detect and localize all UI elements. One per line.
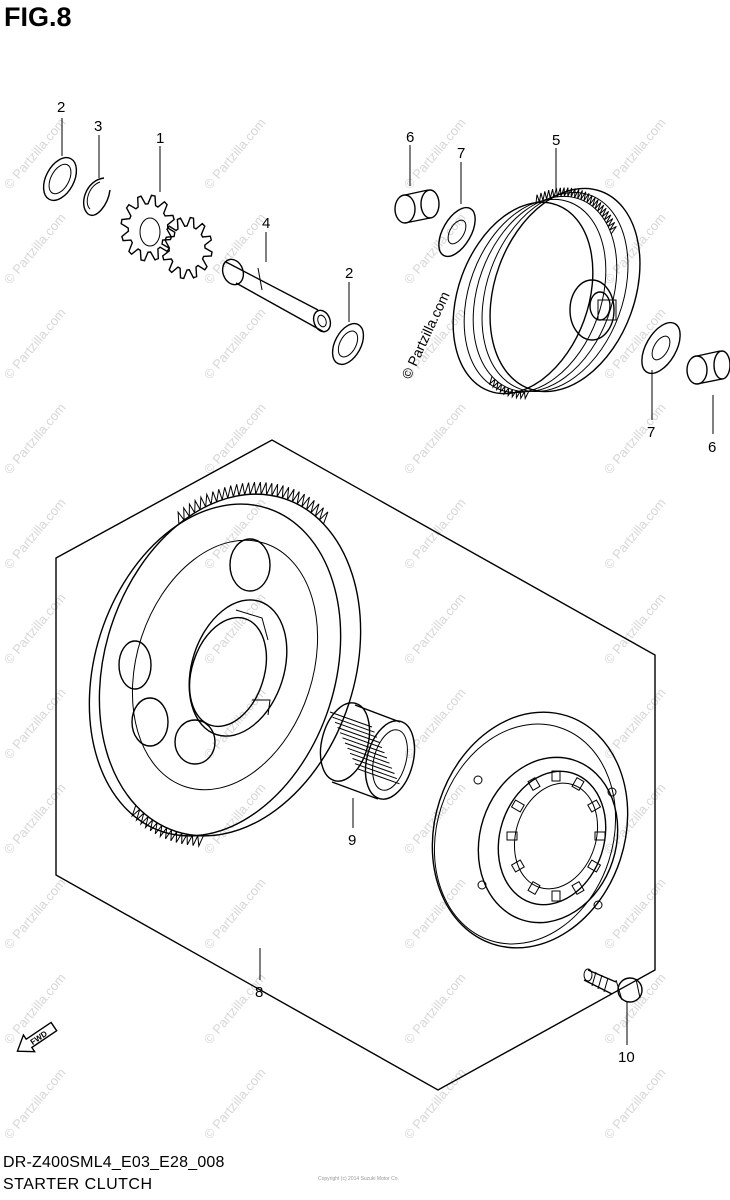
watermark-tile: © Partzilla.com: [401, 590, 469, 667]
callout-5: 5: [552, 132, 560, 149]
sprag-element: [510, 799, 525, 813]
watermark-tile: © Partzilla.com: [1, 875, 69, 952]
sprag-element: [506, 831, 518, 841]
bearing-roller: [334, 721, 378, 738]
watermark-tile: © Partzilla.com: [1, 400, 69, 477]
watermark-tile: © Partzilla.com: [201, 1065, 269, 1142]
sprag-element: [587, 859, 602, 873]
callout-6-bottom: 6: [708, 439, 716, 456]
watermark-tile: © Partzilla.com: [201, 970, 269, 1047]
callout-8: 8: [255, 984, 263, 1001]
callout-2-right: 2: [345, 265, 353, 282]
watermark-tile: © Partzilla.com: [401, 970, 469, 1047]
needle-bearing-part-9[interactable]: [312, 697, 422, 804]
bearing-roller: [337, 727, 380, 743]
bearing-roller: [357, 768, 400, 785]
watermark-tile: © Partzilla.com: [1, 1065, 69, 1142]
watermark-tile: © Partzilla.com: [1, 780, 69, 857]
section-name: STARTER CLUTCH: [3, 1176, 153, 1193]
watermark-tile: © Partzilla.com: [1, 115, 69, 192]
watermark-tile: © Partzilla.com: [1, 210, 69, 287]
callout-leader-lines: [61, 118, 714, 1045]
watermark-layer: © Partzilla.com © Partzilla.com © Partzill…: [1, 115, 669, 1142]
starter-idle-gear-part-1[interactable]: [120, 194, 213, 280]
watermark-tile: © Partzilla.com: [201, 685, 269, 762]
washer-part-7-top[interactable]: [431, 202, 482, 263]
washer-part-7-bottom[interactable]: [634, 316, 688, 379]
figure-title: FIG.8: [4, 2, 72, 32]
watermark-tile: © Partzilla.com: [401, 875, 469, 952]
bearing-roller: [354, 763, 398, 780]
bearing-roller: [342, 737, 385, 754]
watermark-tile: © Partzilla.com: [601, 115, 669, 192]
sprag-element: [551, 890, 561, 902]
callout-4: 4: [262, 215, 270, 232]
watermark-tile: © Partzilla.com: [401, 495, 469, 572]
sprag-element: [571, 776, 585, 792]
callout-7-top: 7: [457, 145, 465, 162]
bearing-roller: [332, 716, 375, 733]
watermark-tile: © Partzilla.com: [201, 875, 269, 952]
callout-9: 9: [348, 832, 356, 849]
assembly-outline-box: [55, 439, 656, 1091]
watermark-tile: © Partzilla.com: [601, 305, 669, 382]
starter-driven-gear-part-5[interactable]: [428, 167, 667, 413]
watermark-tile: © Partzilla.com: [401, 1065, 469, 1142]
washer-part-2-right[interactable]: [326, 318, 370, 369]
watermark-tile: © Partzilla.com: [201, 780, 269, 857]
bearing-roller: [339, 732, 383, 749]
watermark-tile: © Partzilla.com: [601, 1065, 669, 1142]
copyright-note: Copyright (c) 2014 Suzuki Motor Co.: [318, 1176, 399, 1182]
watermark-tile: © Partzilla.com: [201, 115, 269, 192]
starter-clutch-gear-part-8[interactable]: [48, 460, 403, 870]
callout-2-left: 2: [57, 99, 65, 116]
one-way-clutch-part-8[interactable]: [403, 687, 658, 974]
callout-labels: 2 3 1 4 2 6 7 5 7 6 9 8 10: [57, 99, 716, 1066]
callout-1: 1: [156, 130, 164, 147]
sprag-element: [527, 880, 541, 896]
watermark-tile: © Partzilla.com: [201, 400, 269, 477]
bushing-part-6-top[interactable]: [394, 189, 440, 224]
callout-3: 3: [94, 118, 102, 135]
idle-gear-shaft-part-4[interactable]: [219, 256, 333, 334]
watermark-tile: © Partzilla.com: [401, 685, 469, 762]
callout-6-top: 6: [406, 129, 414, 146]
bearing-roller: [329, 711, 373, 728]
watermark-tile: © Partzilla.com: [201, 305, 269, 382]
watermark-tile: © Partzilla.com: [601, 400, 669, 477]
watermark-tile: © Partzilla.com: [401, 400, 469, 477]
circlip-part-3[interactable]: [83, 177, 111, 217]
watermark-tile: © Partzilla.com: [601, 875, 669, 952]
bushing-part-6-bottom[interactable]: [686, 350, 730, 385]
sprag-element: [551, 770, 561, 782]
watermark-tile: © Partzilla.com: [601, 590, 669, 667]
bearing-roller: [344, 742, 388, 759]
bolt-part-10[interactable]: [583, 968, 643, 1003]
callout-7-bottom: 7: [647, 424, 655, 441]
watermark-tile: © Partzilla.com: [1, 590, 69, 667]
callout-10: 10: [618, 1049, 635, 1066]
watermark-tile: © Partzilla.com: [1, 685, 69, 762]
watermark-tile: © Partzilla.com: [201, 495, 269, 572]
sprag-element: [571, 880, 585, 896]
bearing-roller: [349, 752, 393, 769]
watermark-tile: © Partzilla.com: [201, 210, 269, 287]
bearing-roller: [347, 747, 390, 764]
sprag-element: [587, 799, 602, 813]
watermark-tile: © Partzilla.com: [601, 495, 669, 572]
washer-part-2-left[interactable]: [37, 152, 83, 206]
model-code: DR-Z400SML4_E03_E28_008: [3, 1154, 225, 1171]
sprag-element: [594, 831, 606, 841]
sprag-element: [527, 776, 541, 792]
watermark-tile: © Partzilla.com: [1, 495, 69, 572]
sprag-element: [510, 859, 525, 873]
watermark-tile: © Partzilla.com: [601, 780, 669, 857]
bearing-roller: [352, 758, 395, 774]
watermark-tile: © Partzilla.com: [1, 305, 69, 382]
